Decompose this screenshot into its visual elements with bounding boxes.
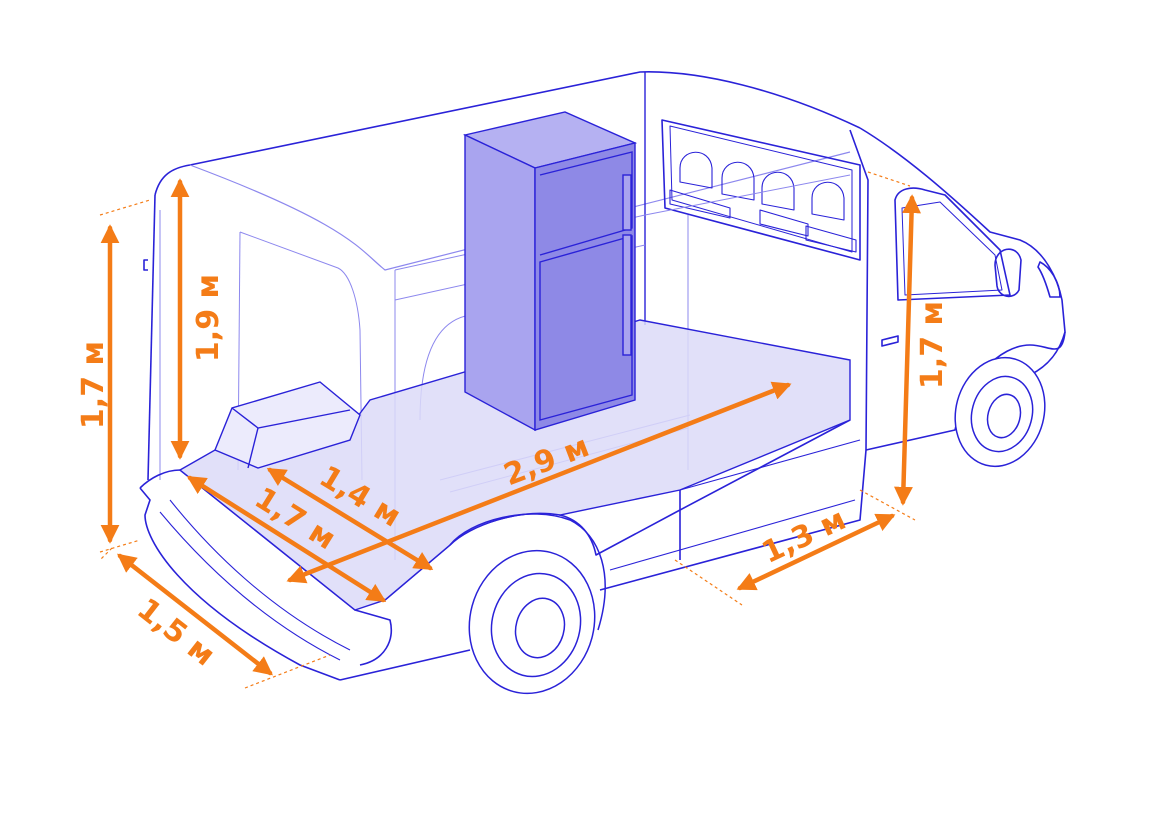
door-height-arrow bbox=[894, 194, 921, 506]
dimension-arrows bbox=[100, 178, 921, 676]
door-width-label: 1,3 м bbox=[757, 502, 852, 571]
rear-width-arrow bbox=[117, 553, 273, 676]
interior-height-label: 1,9 м bbox=[191, 274, 226, 362]
front-wheel bbox=[954, 356, 1046, 468]
door-width-arrow bbox=[736, 513, 896, 591]
rear-height-label: 1,7 м bbox=[76, 341, 111, 429]
door-height-label: 1,7 м bbox=[915, 301, 950, 389]
floor-length-arrow bbox=[286, 381, 792, 584]
refrigerator bbox=[462, 111, 638, 432]
rear-wheel bbox=[449, 513, 606, 695]
